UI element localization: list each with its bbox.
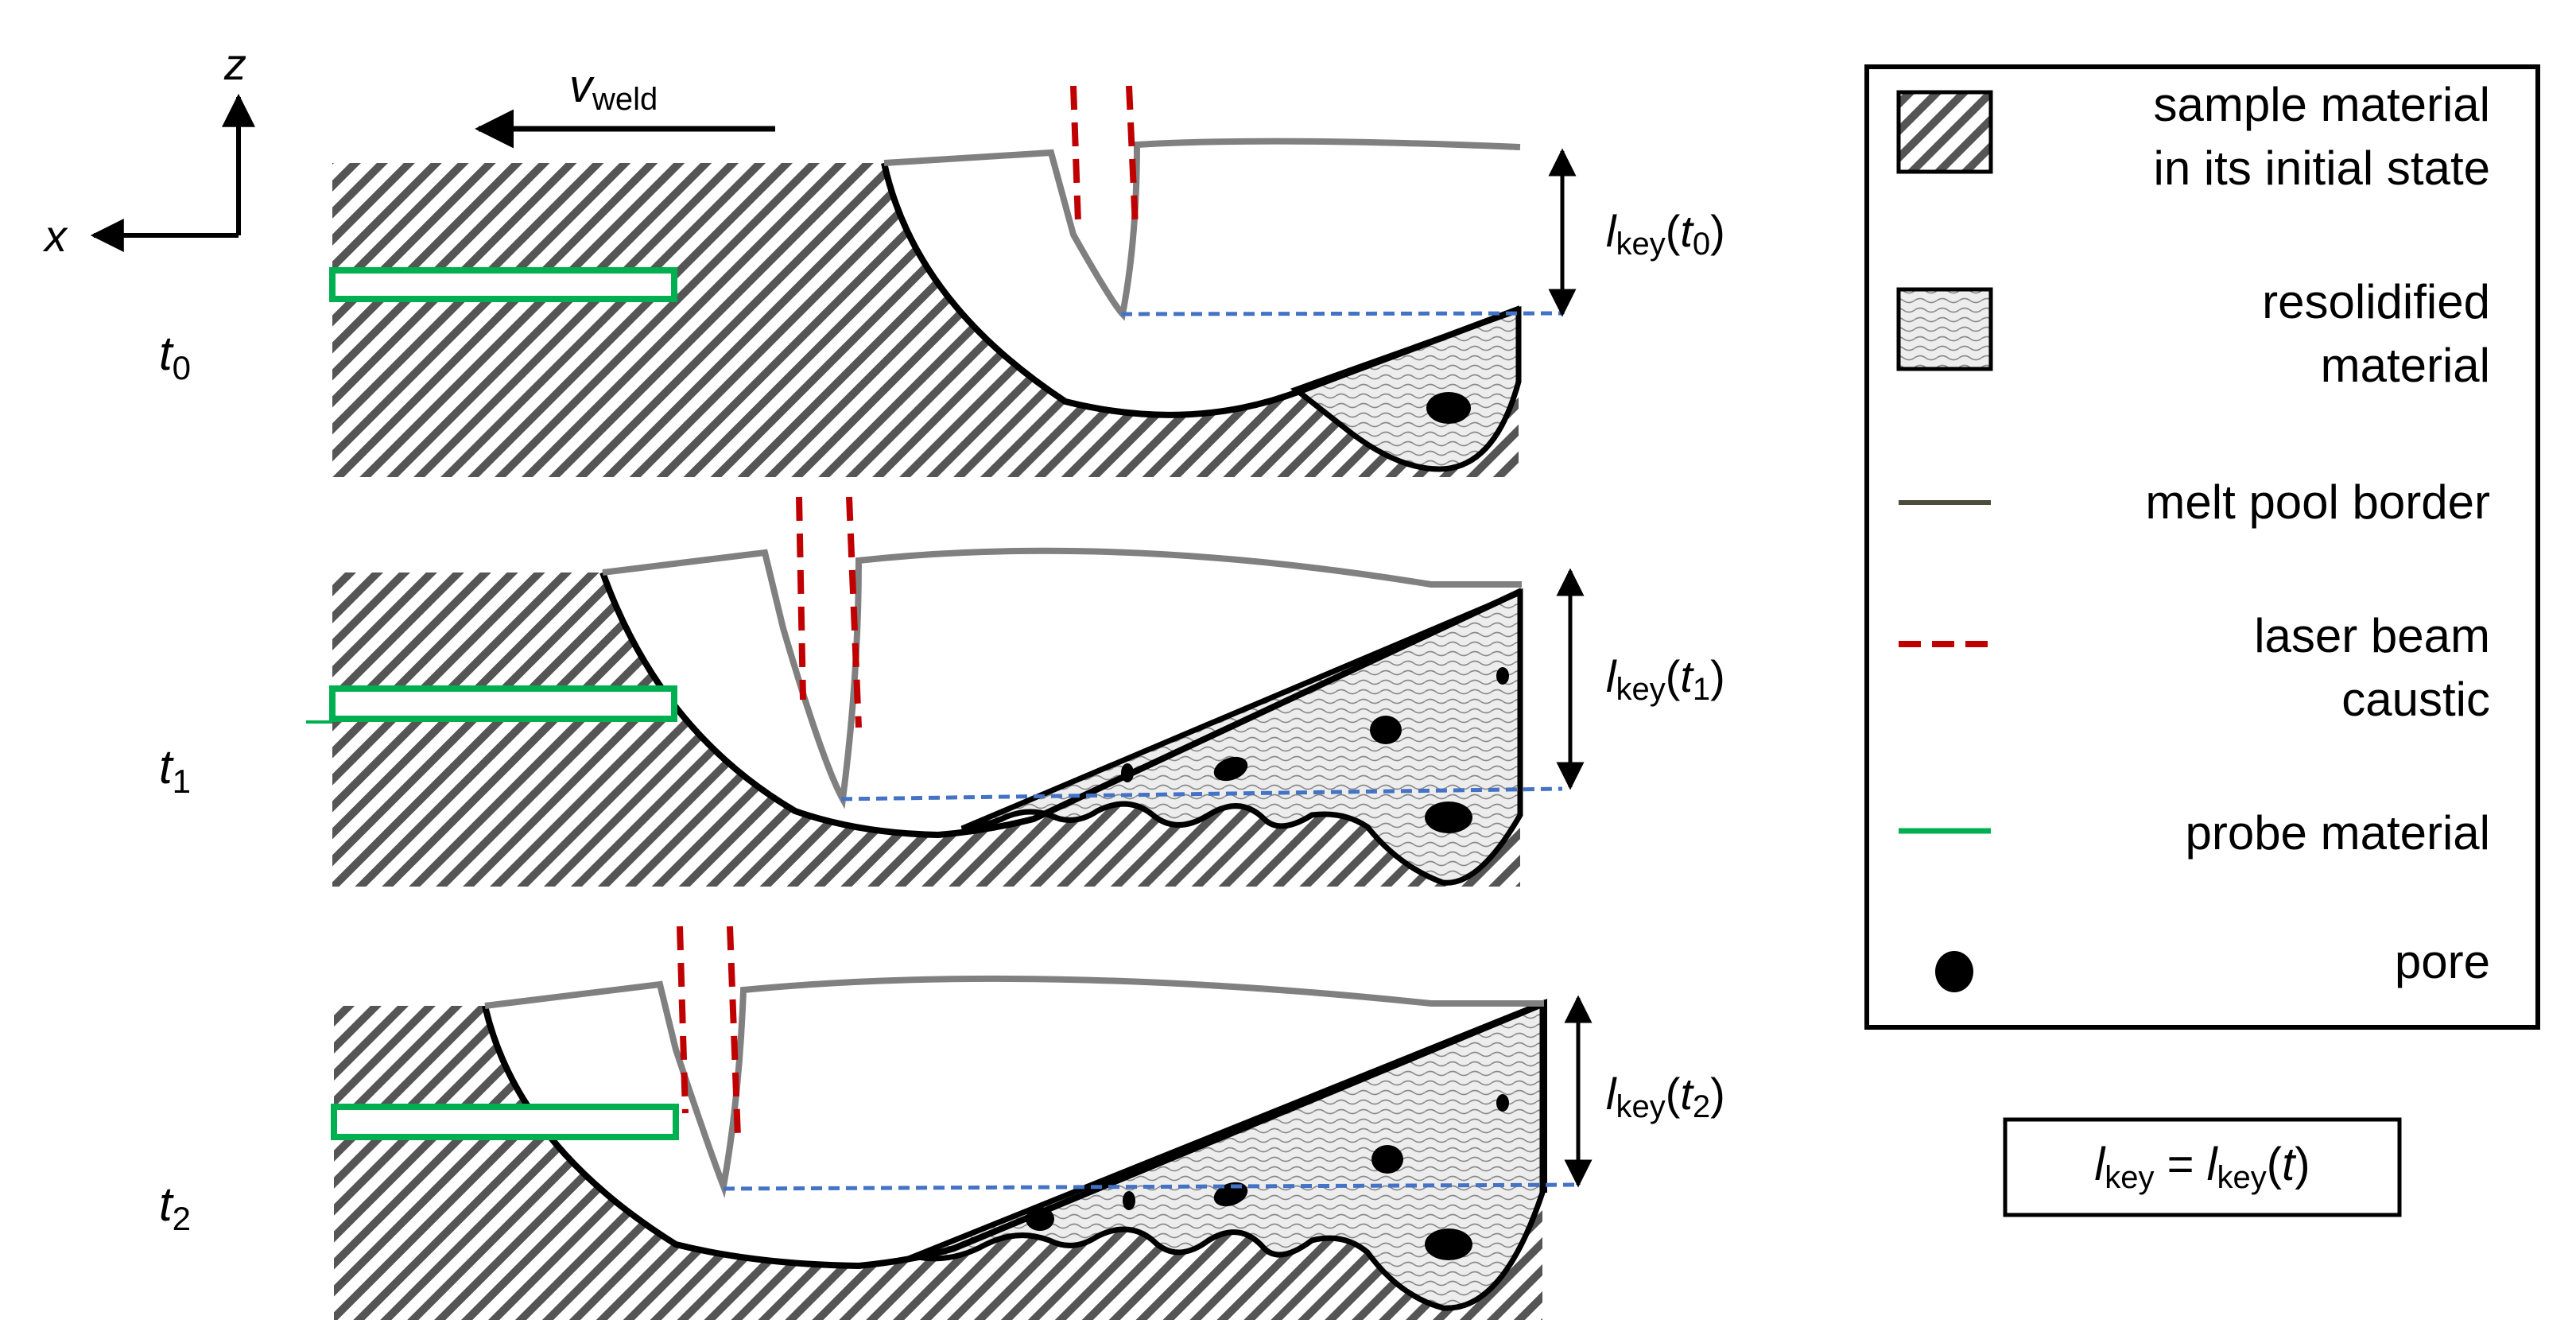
- pore: [1371, 1145, 1403, 1174]
- legend-label-line2: caustic: [2341, 673, 2490, 726]
- probe-material: [329, 267, 677, 302]
- formula-box: lkey = lkey(t): [2003, 1117, 2402, 1217]
- legend-label-line1: sample material: [2154, 78, 2491, 131]
- pore: [1370, 716, 1402, 744]
- melt-pool-surface: [602, 547, 1522, 809]
- laser-caustic-left: [796, 496, 806, 701]
- base-material: [334, 1003, 1542, 1320]
- legend-frame: [1864, 64, 2540, 1030]
- laser-caustic-left: [677, 926, 689, 1114]
- keyhole-depth-line: [723, 1182, 1579, 1191]
- legend-item-laser-caustic: laser beam caustic: [1899, 609, 2490, 726]
- pore: [1123, 1191, 1135, 1210]
- legend-item-pore: pore: [1935, 935, 2490, 992]
- formula-text: lkey = lkey(t): [2094, 1139, 2310, 1195]
- x-axis-label: x: [42, 211, 68, 261]
- hatched-square-icon: [1896, 90, 1993, 174]
- pore: [1026, 1207, 1054, 1231]
- legend-label-line2: material: [2321, 339, 2490, 392]
- legend-item-probe-material: probe material: [1899, 806, 2490, 860]
- legend-item-sample-material: sample material in its initial state: [1896, 78, 2491, 195]
- pore: [1426, 392, 1471, 424]
- laser-caustic-left: [1070, 85, 1081, 223]
- legend-label: pore: [2395, 935, 2490, 988]
- legend-item-melt-pool-border: melt pool border: [1899, 475, 2490, 529]
- pore: [1496, 1094, 1509, 1112]
- melt-pool-surface: [484, 975, 1544, 1198]
- probe-material: [329, 685, 677, 722]
- legend-label-line1: resolidified: [2262, 275, 2490, 328]
- laser-caustic-right: [1126, 85, 1139, 227]
- z-axis-label: z: [223, 39, 246, 89]
- pore: [1425, 1228, 1472, 1260]
- melt-pool-border: [599, 571, 1523, 839]
- formula-frame: [2003, 1117, 2402, 1217]
- resolidified-region: [1290, 306, 1522, 472]
- weld-velocity: vweld: [475, 60, 775, 149]
- keyhole-depth-line: [840, 786, 1563, 801]
- pore: [1121, 763, 1134, 782]
- probe-material: [331, 1104, 679, 1140]
- resolidified-region: [905, 999, 1546, 1311]
- time-label: t2: [159, 1178, 191, 1237]
- legend-label-line1: laser beam: [2254, 609, 2490, 662]
- pore: [1213, 756, 1248, 782]
- stage-t0: lkey(t0) t0: [159, 85, 1725, 477]
- stage-t2: lkey(t2) t2: [159, 926, 1725, 1320]
- time-label: t0: [159, 327, 191, 386]
- coordinate-axes: z x: [42, 39, 255, 261]
- laser-caustic-right: [846, 496, 862, 728]
- pore: [1496, 667, 1509, 685]
- legend-label: probe material: [2185, 806, 2490, 860]
- wavy-square-icon: [1896, 287, 1993, 371]
- stage-t1: lkey(t1) t1: [159, 496, 1725, 887]
- legend-label: melt pool border: [2145, 475, 2490, 529]
- lkey-label: lkey(t2): [1606, 1069, 1725, 1124]
- time-label: t1: [159, 740, 191, 800]
- lkey-label: lkey(t0): [1606, 206, 1725, 262]
- base-material: [332, 163, 1519, 477]
- weld-velocity-label: vweld: [569, 60, 658, 117]
- pore: [1425, 801, 1472, 833]
- melt-pool-surface: [883, 138, 1521, 321]
- legend: sample material in its initial state res…: [1864, 64, 2540, 1030]
- lkey-label: lkey(t1): [1606, 651, 1725, 707]
- black-dot-icon: [1935, 951, 1973, 992]
- legend-label-line2: in its initial state: [2153, 142, 2490, 195]
- legend-item-resolidified: resolidified material: [1896, 275, 2490, 392]
- melt-pool-border: [881, 162, 1522, 418]
- keyhole-depth-line: [1120, 311, 1563, 316]
